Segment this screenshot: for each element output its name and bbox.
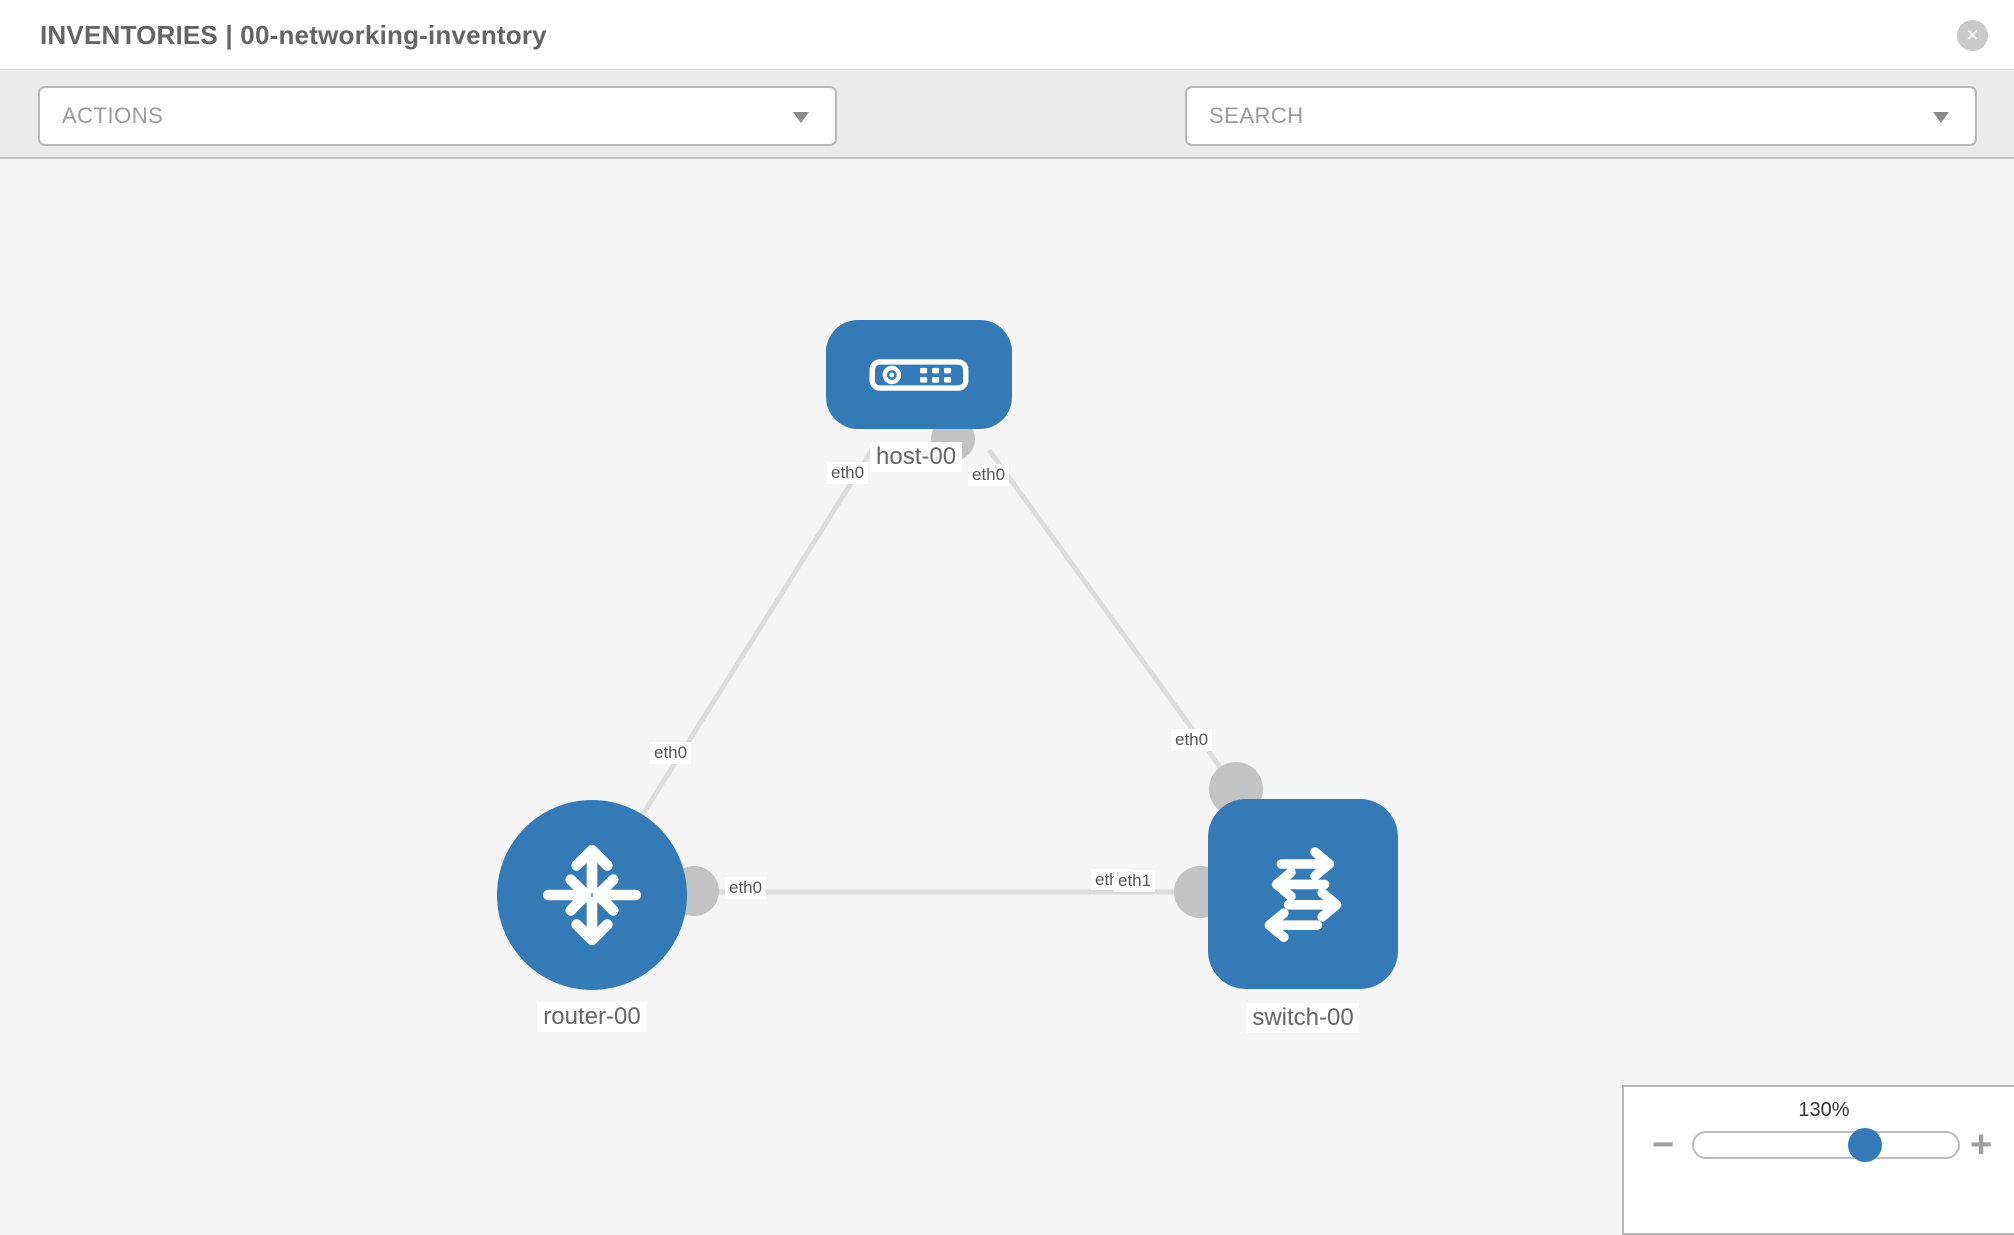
header-bar: INVENTORIES | 00-networking-inventory ✕ bbox=[0, 0, 2014, 70]
interface-label: eth0 bbox=[827, 462, 869, 484]
actions-dropdown-label: ACTIONS bbox=[62, 103, 164, 128]
zoom-control-panel: 130% − + bbox=[1622, 1085, 2014, 1235]
interface-label: eth1 bbox=[1114, 870, 1156, 892]
interface-label: eth0 bbox=[968, 464, 1010, 486]
node-switch-00[interactable] bbox=[1208, 799, 1398, 989]
router-icon bbox=[543, 844, 641, 946]
node-label-host: host-00 bbox=[870, 442, 963, 472]
toolbar: ACTIONS SEARCH bbox=[0, 71, 2014, 200]
zoom-in-button[interactable]: + bbox=[1970, 1124, 1993, 1166]
topology-canvas[interactable]: host-00 router-00 switch-00 eth0 eth0 et… bbox=[0, 161, 2014, 1235]
actions-dropdown[interactable]: ACTIONS bbox=[38, 86, 837, 146]
search-placeholder: SEARCH bbox=[1209, 103, 1304, 128]
zoom-slider-track[interactable] bbox=[1692, 1131, 1960, 1159]
node-router-00[interactable] bbox=[497, 800, 687, 990]
page-title: INVENTORIES | 00-networking-inventory bbox=[40, 20, 547, 50]
close-icon[interactable]: ✕ bbox=[1957, 20, 1988, 51]
chevron-down-icon bbox=[793, 112, 809, 123]
interface-label: eth0 bbox=[1171, 729, 1213, 751]
search-dropdown[interactable]: SEARCH bbox=[1185, 86, 1977, 146]
interface-label: eth0 bbox=[650, 742, 692, 764]
node-label-switch: switch-00 bbox=[1246, 1003, 1360, 1033]
interface-label-overlap: eth0 eth1 bbox=[1091, 869, 1156, 892]
node-host-00[interactable] bbox=[826, 320, 1012, 429]
switch-icon bbox=[1264, 847, 1342, 942]
host-icon bbox=[869, 358, 969, 391]
zoom-slider-thumb[interactable] bbox=[1848, 1128, 1882, 1162]
zoom-level-value: 130% bbox=[1798, 1099, 1850, 1121]
node-label-router: router-00 bbox=[537, 1002, 647, 1032]
topology-links-layer bbox=[589, 417, 1270, 918]
interface-label: eth0 bbox=[725, 877, 767, 899]
zoom-out-button[interactable]: − bbox=[1652, 1124, 1675, 1166]
chevron-down-icon bbox=[1933, 112, 1949, 123]
